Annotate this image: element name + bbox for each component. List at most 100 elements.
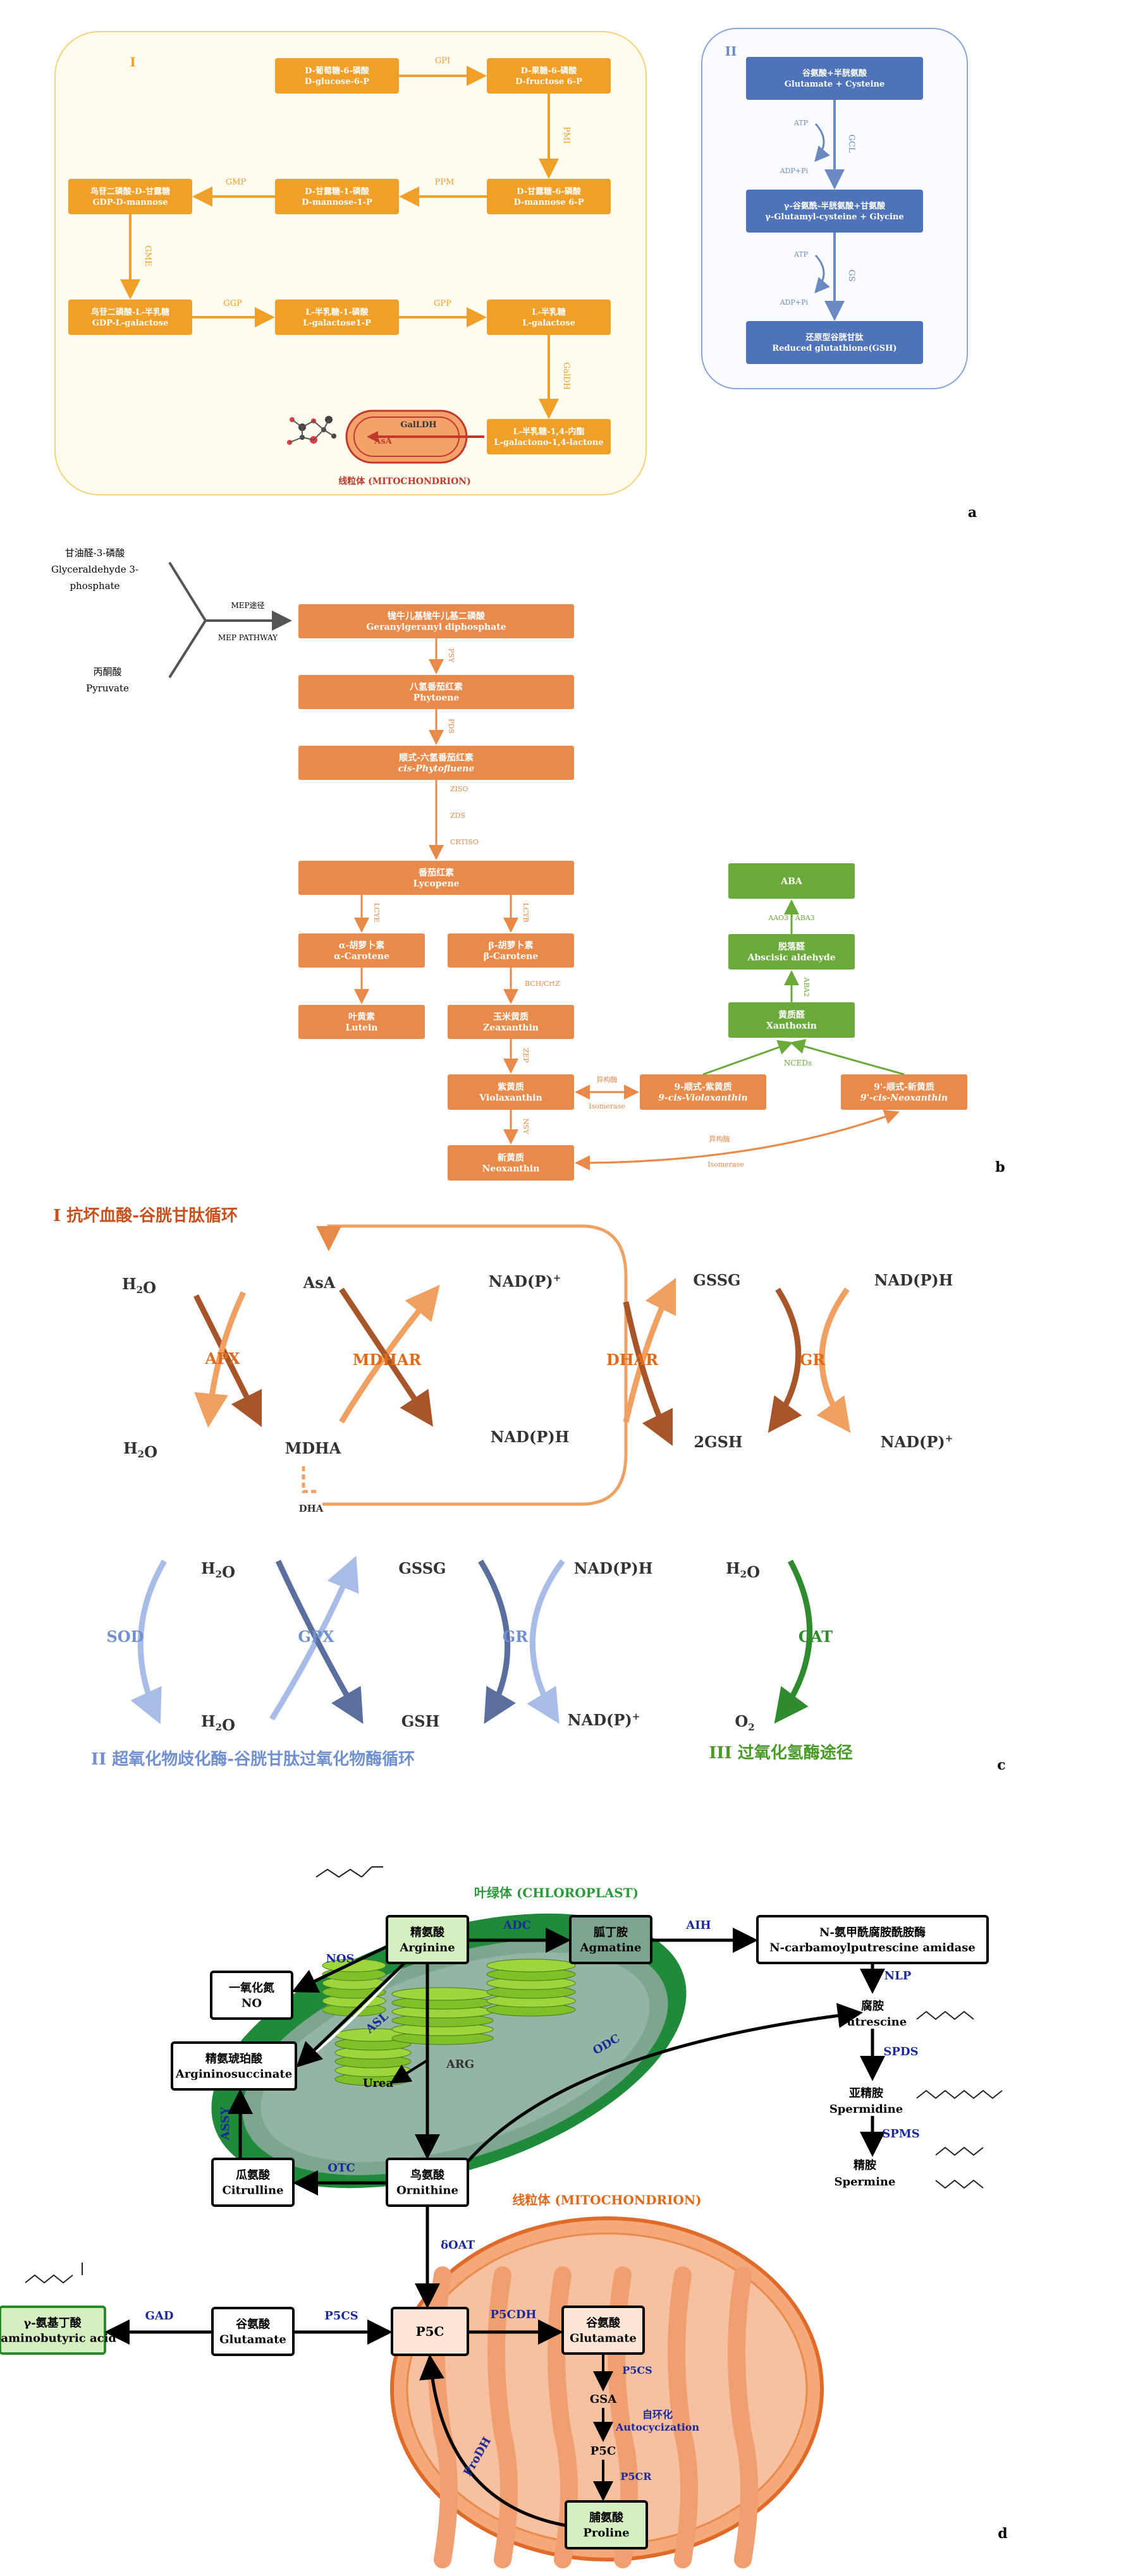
node-gsh-sub-text: Glutamate + Cysteine — [785, 80, 884, 89]
dhar-arc-1 — [623, 1277, 676, 1423]
gsh2-node: 2GSH — [694, 1433, 742, 1451]
node-bcar-box — [448, 933, 574, 968]
enzyme-aih: AIH — [685, 1919, 711, 1932]
node-aba-text: ABA — [780, 877, 803, 887]
gssg-1: GSSG — [693, 1271, 740, 1289]
o2-node-sub: 2 — [748, 1722, 754, 1733]
node-fru6p-text: D-fructose 6-P — [515, 77, 582, 87]
node-gsh-sub-text: 谷氨酸+半胱氨酸 — [802, 68, 867, 78]
nadp-1-sub: + — [553, 1272, 561, 1284]
nadph-1: NAD(P)H — [491, 1428, 570, 1446]
asa-node: AsA — [303, 1273, 336, 1292]
node-citrulline-box — [211, 2158, 295, 2207]
o2-node: O2 — [735, 1712, 754, 1733]
node-arginine-text: Arginine — [399, 1941, 455, 1954]
node-phytoene-box — [298, 675, 574, 709]
node-viola-text: 紫黄质 — [498, 1081, 524, 1092]
enzyme-nlp: NLP — [884, 1969, 912, 1983]
node-abald-text: Abscisic aldehyde — [747, 952, 835, 963]
g3p-en2: phosphate — [70, 580, 119, 592]
enzyme-galldh: GalLDH — [400, 420, 436, 430]
enzyme-iso2-en: Isomerase — [707, 1160, 744, 1169]
node-lycopene-box — [298, 861, 574, 895]
box-label-ii: II — [725, 44, 737, 59]
mep-merge — [168, 561, 207, 679]
panel-label-c: c — [997, 1757, 1005, 1773]
node-phytoene-text: Phytoene — [413, 693, 460, 703]
node-glc6p-box — [275, 58, 399, 94]
h2o-2-sub: 2 — [216, 1722, 222, 1733]
arrow-nced-b — [790, 1039, 905, 1076]
node-cisneo-box — [841, 1074, 967, 1110]
node-no-text: NO — [242, 1996, 262, 2010]
enzyme-nos: NOS — [326, 1952, 354, 1965]
h2o2-3: H2O — [726, 1559, 760, 1581]
h2o2-1: H2O — [122, 1275, 156, 1297]
spermidine-en: Spermidine — [829, 2103, 903, 2116]
node-viola-text: Violaxanthin — [479, 1093, 542, 1103]
node-gal1p-box — [275, 300, 399, 335]
node-lactone-box — [487, 419, 611, 454]
enzyme-galdh: GalDH — [561, 362, 571, 390]
node-ncpa-text: N-氨甲酰腐胺酰胺酶 — [819, 1925, 926, 1939]
node-gsh-end-text: Reduced glutathione(GSH) — [772, 344, 897, 353]
node-argsuc-box — [171, 2041, 297, 2091]
node-acar-text: α-Carotene — [334, 951, 389, 961]
node-neo-text: Neoxanthin — [482, 1163, 540, 1174]
panel-a: IIID-葡萄糖-6-磷酸D-glucose-6-PD-果糖-6-磷酸D-fru… — [54, 28, 977, 521]
dhar-loop — [316, 1224, 628, 1506]
enzyme-psy: PSY — [447, 648, 455, 663]
node-glutamate-2-box — [561, 2306, 645, 2355]
node-glutamate-2-text: Glutamate — [570, 2331, 637, 2345]
enzyme-nsy: NSY — [522, 1119, 530, 1134]
enzyme-gs: GS — [847, 269, 856, 281]
node-ggpp-box — [298, 604, 574, 638]
enzyme-iso2-cn: 异构酶 — [709, 1134, 730, 1143]
node-proline-text: 脯氨酸 — [589, 2510, 624, 2524]
enzyme-zds: ZDS — [450, 811, 465, 820]
adp-label-1: ADP+Pi — [780, 167, 809, 175]
node-gdpgal-text: 鸟苷二磷酸-L-半乳糖 — [91, 307, 169, 317]
node-xanthoxin-box — [728, 1002, 855, 1038]
node-fru6p-text: D-果糖-6-磷酸 — [521, 66, 578, 76]
thylakoid-2 — [486, 1959, 576, 1972]
node-lgal-box — [487, 300, 611, 335]
node-phytofluene-text: cis-Phytofluene — [398, 763, 475, 774]
enzyme-gpx: GPX — [298, 1627, 334, 1646]
h2o-2: H2O — [201, 1712, 235, 1734]
gpx-arc-2 — [275, 1560, 364, 1724]
nadp-3-sub: + — [632, 1711, 640, 1722]
node-gdpgal-box — [68, 300, 192, 335]
title-cat: III 过氧化氢酶途径 — [709, 1743, 853, 1763]
enzyme-aba2: ABA2 — [802, 977, 811, 997]
arrow-iso2-back — [575, 1111, 898, 1170]
adp-label-2: ADP+Pi — [780, 298, 809, 307]
node-man1p-text: D-甘露糖-1-磷酸 — [305, 186, 370, 197]
node-argsuc-text: Argininosuccinate — [175, 2067, 292, 2081]
h2o2-3-sub: 2 — [740, 1569, 747, 1580]
nadp-3: NAD(P)+ — [568, 1711, 640, 1729]
node-glutamate-1-text: Glutamate — [219, 2333, 286, 2346]
title-asa-gsh: I 抗坏血酸-谷胱甘肽循环 — [53, 1206, 238, 1225]
dha-dash — [302, 1466, 316, 1493]
node-ggpp-text: Geranylgeranyl diphosphate — [366, 622, 506, 632]
dhar-arc-2 — [623, 1301, 673, 1447]
nadp-2: NAD(P)+ — [881, 1433, 953, 1451]
node-agmatine-box — [569, 1915, 652, 1964]
h2o2-2: H2O — [201, 1559, 235, 1581]
node-gsh-sub-box — [746, 57, 923, 100]
node-glutamate-1-box — [211, 2307, 295, 2356]
enzyme-spds: SPDS — [883, 2045, 918, 2058]
putrescine-en: Putrescine — [838, 2015, 907, 2029]
node-gsh-end-text: 还原型谷胱甘肽 — [805, 332, 864, 343]
enzyme-zep: ZEP — [522, 1048, 530, 1063]
spermidine-cn: 亚精胺 — [849, 2086, 883, 2100]
node-agmatine-text: 胍丁胺 — [594, 1925, 628, 1939]
atp-label-1: ATP — [793, 119, 809, 127]
arrow-prodh — [419, 2354, 566, 2527]
mitochondrion-label-d: 线粒体 (MITOCHONDRION) — [512, 2192, 701, 2208]
panel-label-a: a — [968, 504, 977, 521]
chloroplast-label: 叶绿体 (CHLOROPLAST) — [474, 1885, 639, 1900]
node-glc6p-text: D-葡萄糖-6-磷酸 — [305, 66, 370, 76]
enzyme-bch: BCH/CrtZ — [525, 980, 560, 988]
